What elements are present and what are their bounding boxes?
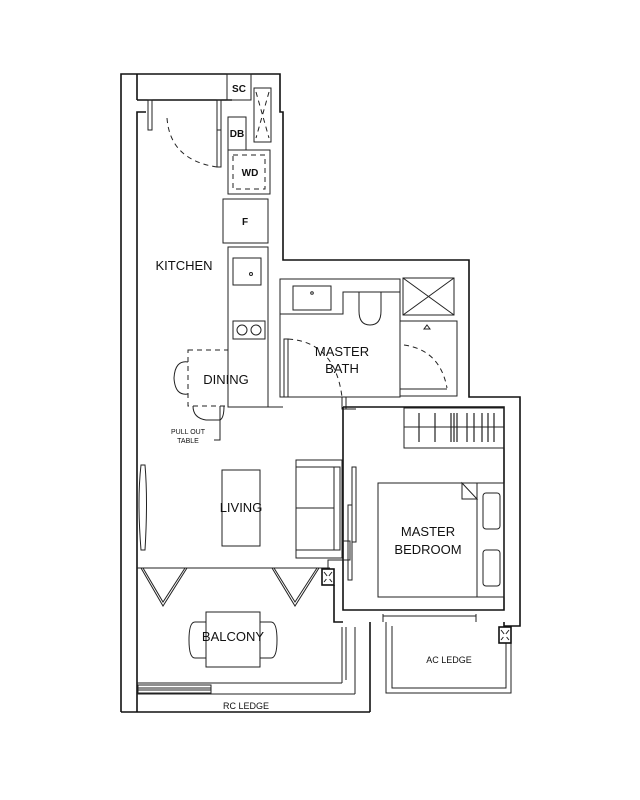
balcony-area [137, 585, 356, 695]
kitchen-label: KITCHEN [155, 258, 212, 273]
entrance-door [147, 99, 222, 168]
washer-dryer: WD [227, 149, 271, 195]
balcony-doors [137, 567, 335, 607]
dining-label: DINING [203, 372, 249, 387]
dining-table [173, 349, 229, 441]
wd-label: WD [242, 168, 259, 179]
master-bath-label-2: BATH [325, 361, 359, 376]
pull-out-label-1: PULL OUT [171, 429, 206, 436]
master-bedroom-label-1: MASTER [401, 524, 455, 539]
kitchen-counter [227, 246, 283, 408]
ac-ledge [385, 622, 521, 694]
ac-ledge-label: AC LEDGE [426, 655, 472, 665]
db-label: DB [230, 129, 244, 140]
master-bedroom-label-2: BEDROOM [394, 542, 461, 557]
outer-walls [120, 73, 521, 713]
service-shaft [253, 87, 272, 143]
master-bedroom [342, 406, 505, 622]
balcony-label: BALCONY [202, 629, 264, 644]
db-cabinet: DB [227, 116, 247, 151]
sc-cabinet: SC [226, 73, 252, 101]
living-area [138, 459, 351, 568]
master-bath-label-1: MASTER [315, 344, 369, 359]
rc-ledge-label: RC LEDGE [223, 701, 269, 711]
sc-label: SC [232, 84, 246, 95]
pull-out-label-2: TABLE [177, 438, 199, 445]
master-bath [279, 277, 458, 410]
fridge: F [222, 198, 269, 244]
fridge-label: F [242, 217, 248, 228]
living-label: LIVING [220, 500, 263, 515]
